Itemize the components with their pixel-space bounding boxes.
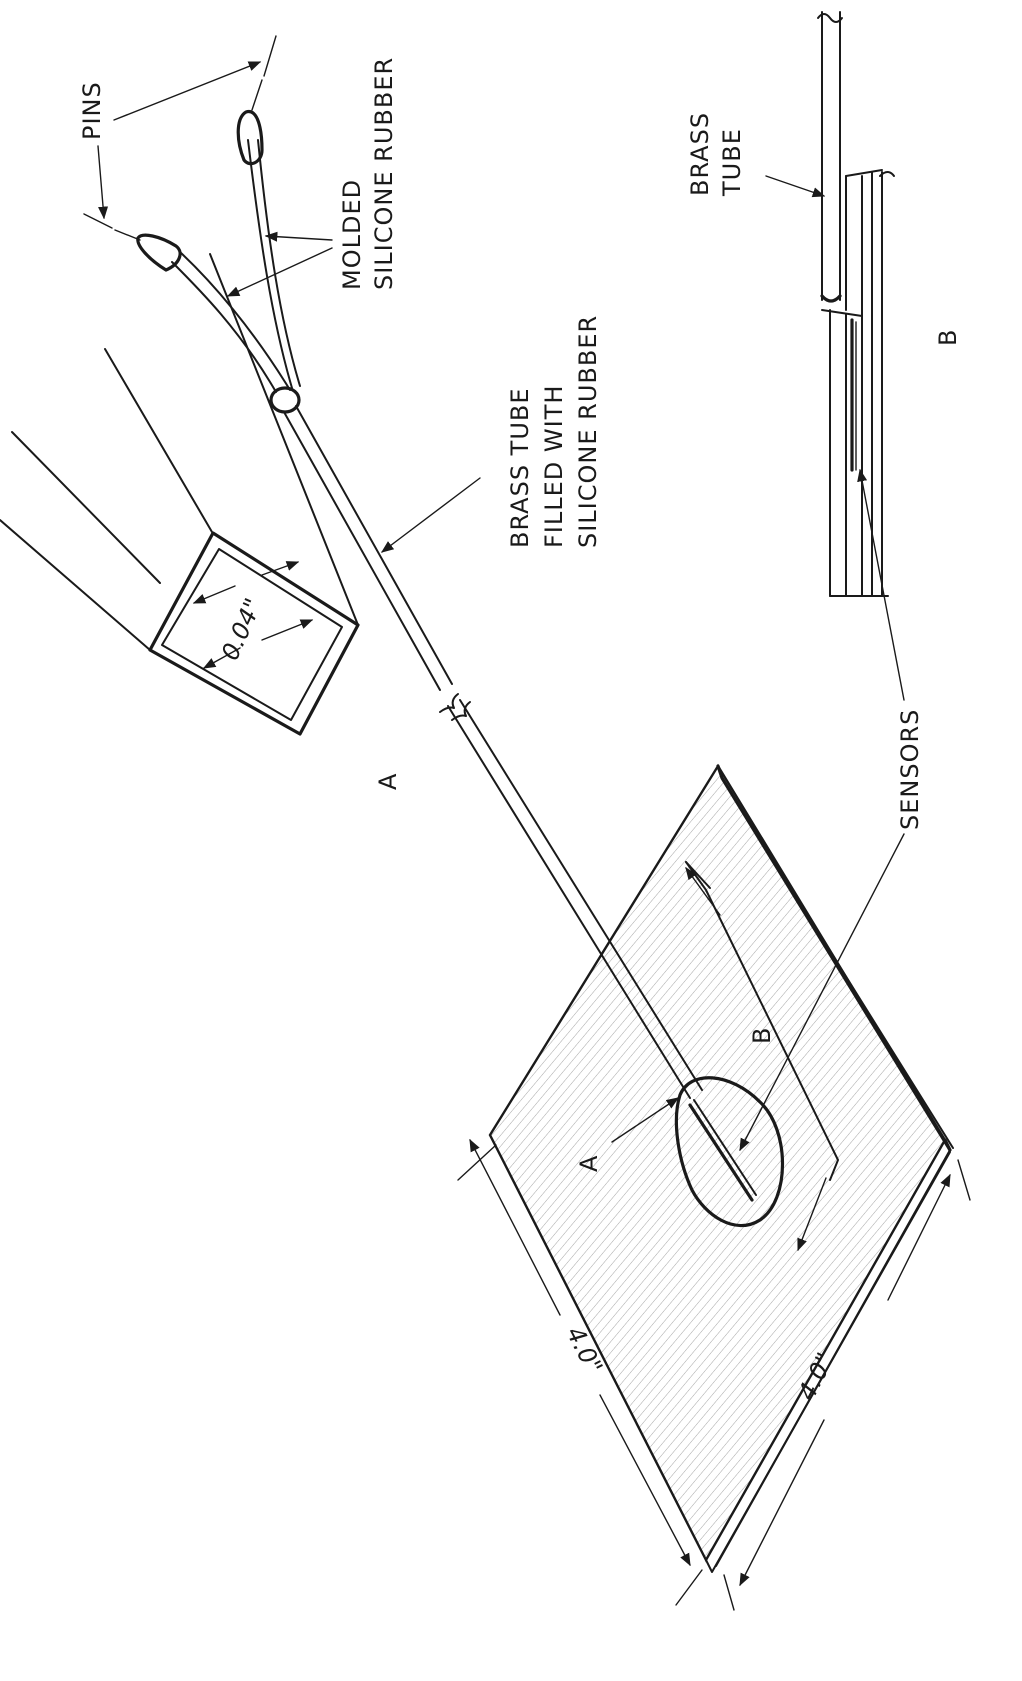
brass-tube-arrow xyxy=(380,477,481,553)
molded-arrow-2 xyxy=(226,247,333,297)
section-a-callout: A xyxy=(575,1155,603,1172)
brass-tube-filled-line1: BRASS TUBE xyxy=(506,387,534,548)
detail-b-label: B xyxy=(934,329,962,346)
section-b-callout: B xyxy=(748,1027,776,1044)
molded-arrow-1 xyxy=(264,231,333,242)
sensors-label: SENSORS xyxy=(896,709,924,830)
tube-dimension-label: 0.04" xyxy=(216,594,268,664)
sensor-plate: B A xyxy=(488,763,954,1573)
molded-label-line2: SILICONE RUBBER xyxy=(370,57,398,290)
brass-tube-filled-line2: FILLED WITH xyxy=(540,385,568,548)
detail-b-brass-line1: BRASS xyxy=(686,112,714,196)
molded-silicone-branches xyxy=(83,35,301,393)
detail-b-brass-line2: TUBE xyxy=(718,128,746,197)
pins-label: PINS xyxy=(78,81,106,140)
sensors-callout: SENSORS xyxy=(739,468,924,1152)
pins-arrow-left xyxy=(97,145,109,220)
brass-tube-filled-line3: SILICONE RUBBER xyxy=(574,315,602,548)
detail-b-tube-section: BRASS TUBE B xyxy=(686,11,962,597)
brass-tube-lead xyxy=(269,386,703,1099)
pins-arrow-right xyxy=(113,61,262,121)
molded-label-line1: MOLDED xyxy=(338,179,366,290)
detail-a-label: A xyxy=(374,773,402,790)
detail-a-tube-section: 0.04" A xyxy=(0,253,402,790)
